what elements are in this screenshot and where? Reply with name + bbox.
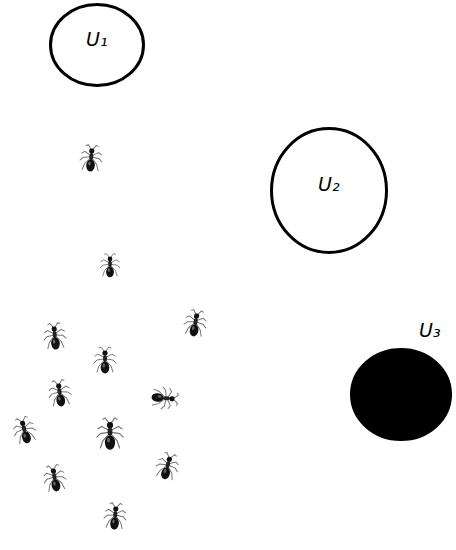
circle-region: U₁ xyxy=(49,3,145,87)
circle-region: U₂ xyxy=(270,127,388,254)
filled-region: U₃ xyxy=(350,348,452,441)
region-label: U₂ xyxy=(318,175,340,194)
region-outline xyxy=(350,348,452,441)
region-label: U₁ xyxy=(86,30,108,49)
region-label: U₃ xyxy=(419,321,441,340)
